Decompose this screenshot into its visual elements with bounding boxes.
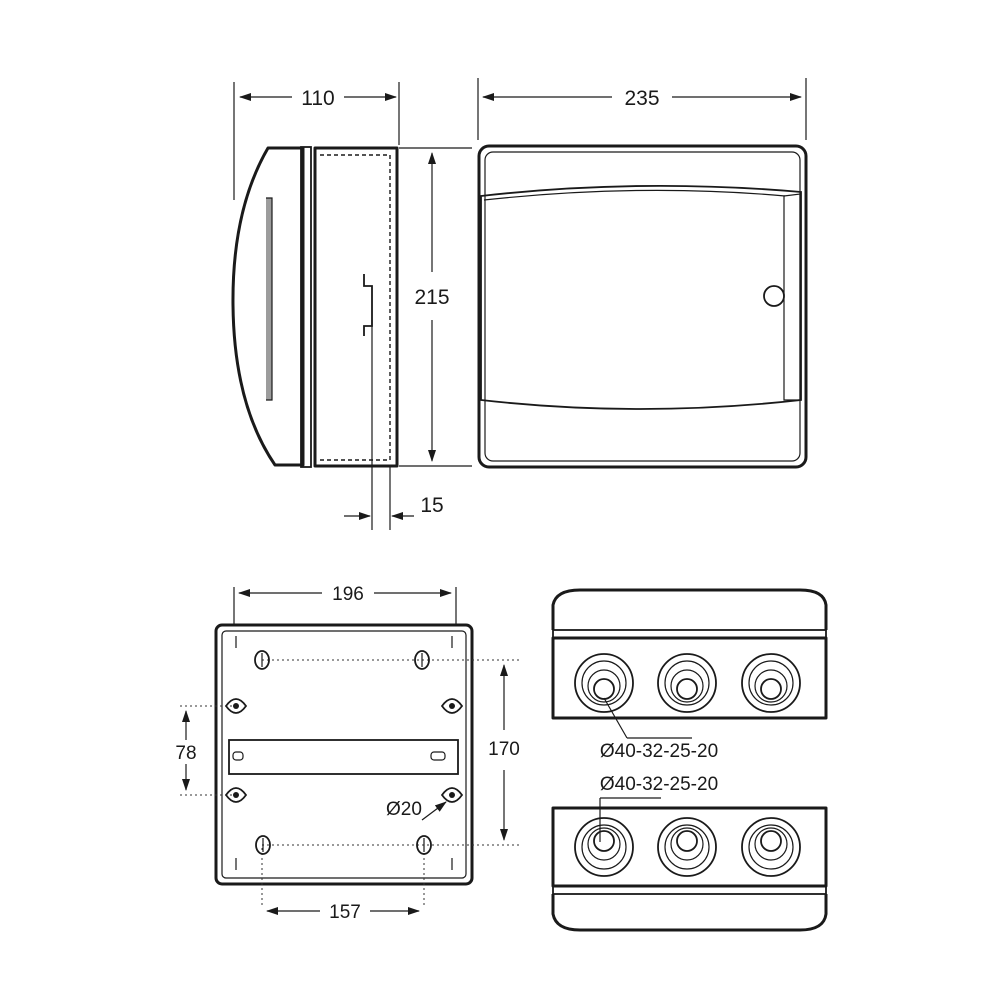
door-window — [266, 197, 273, 401]
top-knockout-view: Ø40-32-25-20 — [551, 588, 828, 762]
leader-arrow — [421, 801, 447, 821]
rail-slot — [430, 751, 446, 761]
door-handle-area — [783, 193, 801, 401]
depth-label: 110 — [301, 87, 334, 110]
bottom-knockout-view: Ø40-32-25-20 — [551, 774, 828, 932]
keyhole-icon — [255, 835, 271, 855]
top-hole-spacing-label: 196 — [332, 584, 364, 605]
din-rail — [228, 739, 459, 775]
top-knockout-label: Ø40-32-25-20 — [600, 741, 718, 762]
knockout-icon — [741, 817, 801, 877]
mount-hole-diameter-label: Ø20 — [386, 799, 422, 820]
din-rail-profile — [363, 274, 373, 336]
rail-mount-hole-icon — [440, 698, 464, 714]
hidden-edge — [320, 154, 391, 461]
rail-mount-spacing-label: 78 — [175, 743, 196, 764]
box-body — [313, 146, 399, 468]
lid-edge — [552, 885, 827, 895]
knockout-icon — [657, 653, 717, 713]
lid-profile — [551, 588, 828, 630]
back-view: 196 — [175, 584, 520, 923]
keyhole-icon — [414, 650, 430, 670]
enclosure-frame — [477, 144, 808, 469]
door-lock-icon — [763, 285, 785, 307]
keyhole-icon — [416, 835, 432, 855]
rail-mount-hole-icon — [440, 787, 464, 803]
rail-slot — [232, 751, 244, 761]
leader-line — [603, 697, 628, 739]
door-panel — [480, 184, 802, 410]
rail-mount-hole-icon — [224, 787, 248, 803]
door-edge — [483, 189, 786, 201]
width-label: 235 — [624, 87, 659, 110]
knockout-icon — [574, 817, 634, 877]
door-profile — [231, 146, 305, 467]
height-label: 215 — [414, 286, 449, 309]
enclosure-inner-edge — [484, 151, 801, 462]
knockout-icon — [741, 653, 801, 713]
top-wall — [551, 636, 828, 720]
bottom-knockout-label: Ø40-32-25-20 — [600, 774, 718, 795]
bottom-hole-spacing-label: 157 — [329, 902, 361, 923]
keyhole-icon — [254, 650, 270, 670]
knockout-icon — [657, 817, 717, 877]
front-view: 235 — [477, 78, 808, 469]
back-plate-inner-edge — [221, 630, 467, 879]
rail-mount-hole-icon — [224, 698, 248, 714]
side-view: 110 215 15 — [231, 82, 472, 530]
vertical-hole-spacing-label: 170 — [488, 739, 520, 760]
back-plate — [214, 623, 474, 886]
knockout-icon — [574, 653, 634, 713]
lid-profile — [551, 894, 828, 932]
rail-offset-label: 15 — [420, 494, 443, 517]
hinge-strip — [300, 146, 312, 468]
corner-mark — [235, 636, 453, 870]
